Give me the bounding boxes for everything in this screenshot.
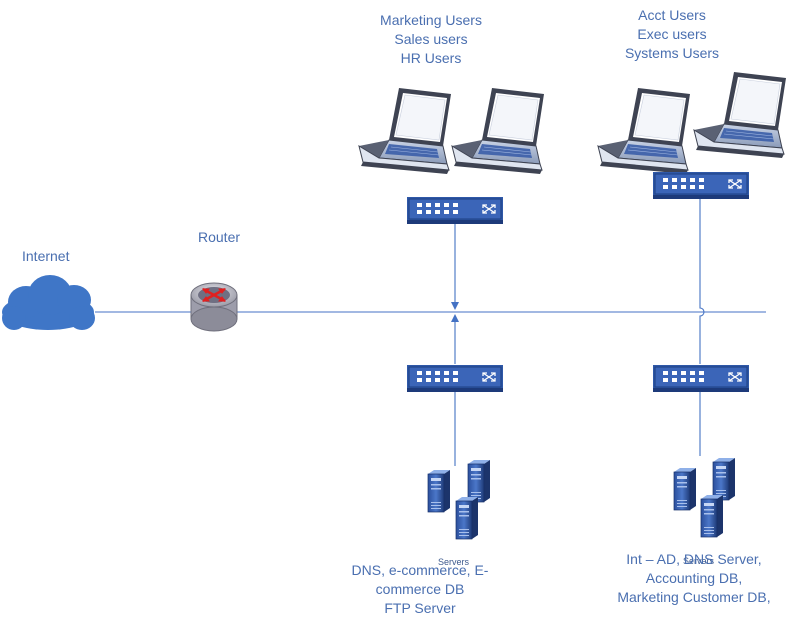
servers-a-label: DNS, e-commerce, E- commerce DB FTP Serv…	[335, 561, 505, 618]
laptop-icon	[358, 87, 452, 175]
servers-b-line: Int – AD, DNS Server,	[626, 551, 762, 567]
arrow-up-icon	[451, 314, 459, 322]
servers-b-label: Int – AD, DNS Server, Accounting DB, Mar…	[606, 550, 782, 607]
server-icon	[673, 457, 736, 538]
network-links	[95, 199, 766, 466]
switch-icon	[652, 171, 750, 200]
arrow-down-icon	[451, 302, 459, 310]
cloud-icon	[2, 275, 95, 330]
servers-a-icon-label: Servers	[438, 557, 470, 567]
servers-a-line: commerce DB	[375, 581, 465, 597]
laptop-icon	[597, 87, 691, 175]
user-group-b-label: Acct Users Exec users Systems Users	[612, 6, 732, 63]
user-group-b-line: Acct Users	[638, 7, 706, 23]
user-group-b-line: Systems Users	[624, 45, 720, 61]
user-group-a-line: Sales users	[394, 31, 468, 47]
laptop-icon	[693, 71, 787, 159]
user-group-a-label: Marketing Users Sales users HR Users	[371, 11, 491, 68]
servers-b-line: Marketing Customer DB,	[617, 589, 771, 605]
user-group-a-line: Marketing Users	[380, 12, 482, 28]
switch-icon	[406, 196, 504, 225]
server-icon	[427, 459, 491, 540]
switch-icon	[406, 364, 504, 393]
internet-label: Internet	[22, 248, 70, 264]
link-switch-b-backbone	[699, 199, 705, 364]
switch-icon	[652, 364, 750, 393]
router-label: Router	[198, 229, 241, 245]
user-group-b-line: Exec users	[637, 26, 707, 42]
servers-a-line: FTP Server	[384, 600, 456, 616]
servers-b-line: Accounting DB,	[645, 570, 743, 586]
servers-b-icon-label: Servers	[683, 556, 715, 566]
laptop-icon	[451, 87, 545, 175]
router-icon	[190, 282, 238, 332]
user-group-a-line: HR Users	[400, 50, 462, 66]
servers-a-line: DNS, e-commerce, E-	[351, 562, 489, 578]
